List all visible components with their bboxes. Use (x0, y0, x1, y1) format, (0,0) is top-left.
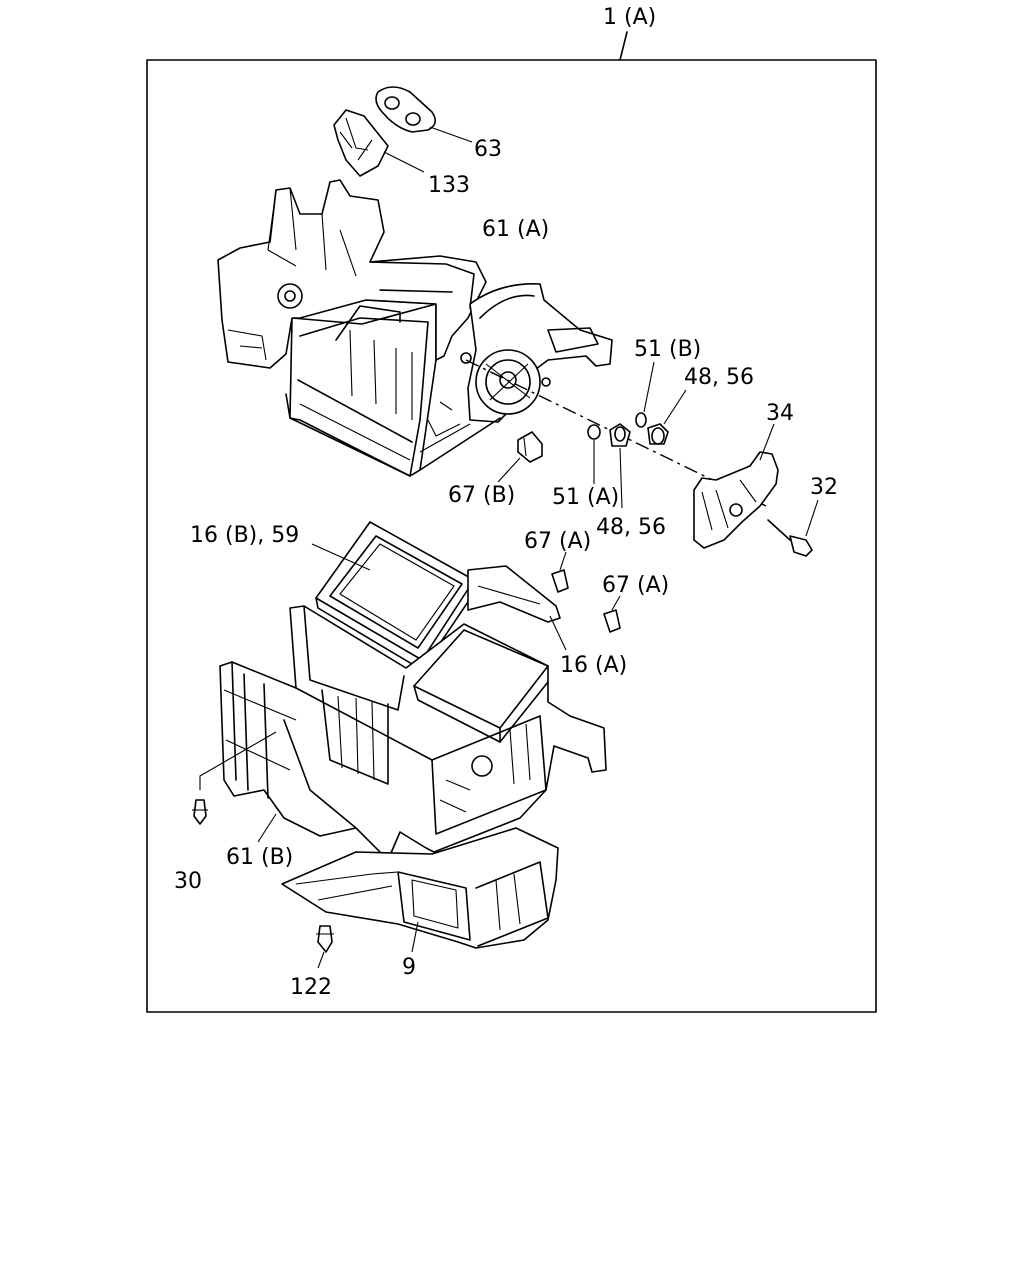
callout-48-56-lower: 48, 56 (596, 515, 666, 540)
callout-61b: 61 (B) (226, 845, 293, 870)
callout-67a-1: 67 (A) (524, 529, 591, 554)
callout-122: 122 (290, 975, 332, 1000)
part-30-screw (192, 799, 208, 825)
part-16a-rod (467, 565, 567, 651)
leader-61b (257, 813, 277, 843)
part-48-56-lever-lower (609, 423, 631, 509)
part-34-lever-plate (693, 423, 779, 549)
callout-34: 34 (766, 401, 794, 426)
part-122-screw (316, 925, 334, 969)
callout-30: 30 (174, 869, 202, 894)
part-67a-clip-1 (551, 551, 569, 593)
assembly-leader (619, 31, 628, 61)
assembly-label: 1 (A) (603, 5, 656, 30)
callout-16b-59: 16 (B), 59 (190, 523, 299, 548)
callout-67a-2: 67 (A) (602, 573, 669, 598)
callout-51a: 51 (A) (552, 485, 619, 510)
callout-9: 9 (402, 955, 416, 980)
callout-16a: 16 (A) (560, 653, 627, 678)
part-51b-ring (635, 361, 655, 428)
part-51a-ring (587, 424, 601, 484)
callout-48-56-upper: 48, 56 (684, 365, 754, 390)
part-133-bracket (333, 109, 425, 177)
part-61b-lower-case (199, 605, 607, 861)
callout-61a: 61 (A) (482, 217, 549, 242)
callout-67b: 67 (B) (448, 483, 515, 508)
callout-51b: 51 (B) (634, 337, 701, 362)
part-32-screw (767, 499, 819, 557)
callout-133: 133 (428, 173, 470, 198)
part-67a-clip-2 (603, 595, 621, 633)
part-48-56-lever-upper (647, 389, 687, 445)
diagram-frame (146, 59, 877, 1013)
callout-63: 63 (474, 137, 502, 162)
part-9-lower-duct (281, 827, 559, 953)
part-67b-clip (497, 431, 543, 483)
part-63-gasket (375, 86, 473, 143)
part-61a-upper-case (217, 179, 613, 477)
callout-32: 32 (810, 475, 838, 500)
